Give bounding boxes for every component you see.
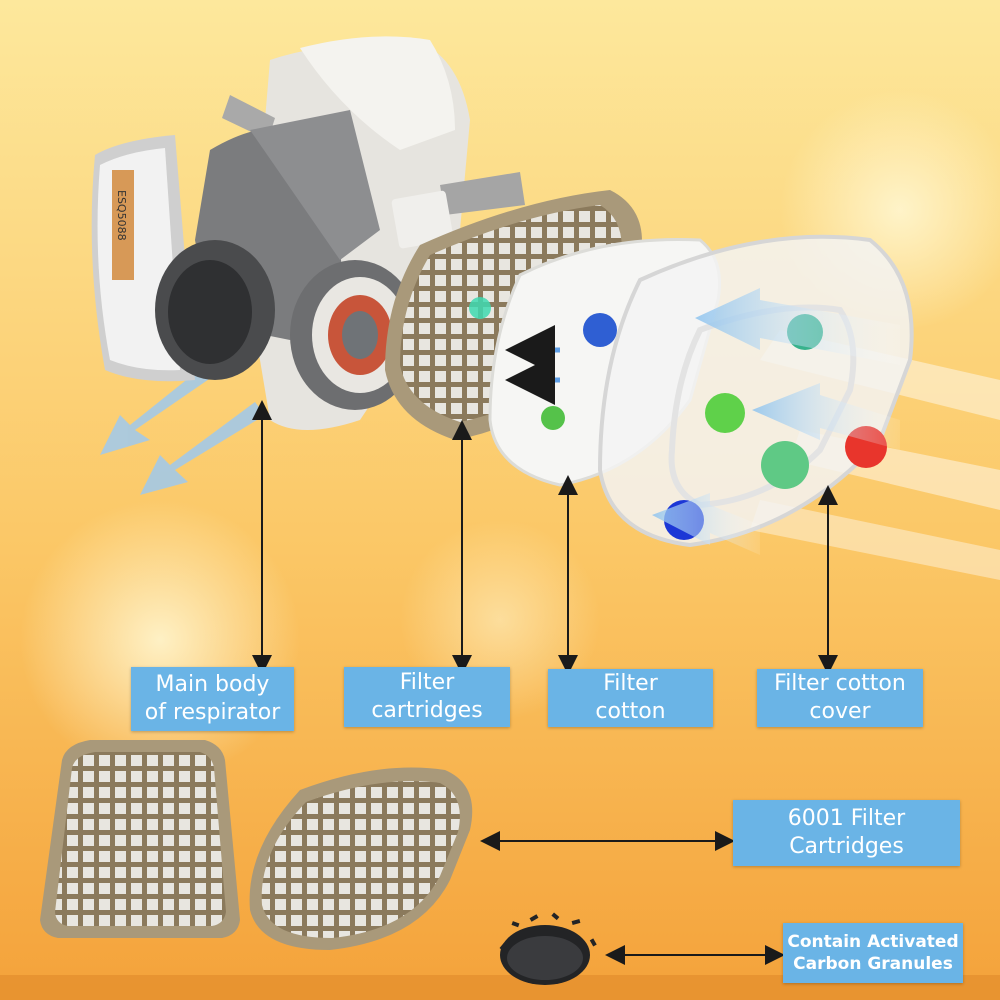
carbon-granules	[499, 912, 597, 985]
label-main-body: Main body of respirator	[131, 667, 294, 731]
label-filter-cartridges: Filter cartridges	[344, 667, 510, 727]
callout-arrows	[252, 400, 838, 965]
label-activated-carbon: Contain Activated Carbon Granules	[783, 923, 963, 983]
exhaust-arrows	[100, 365, 265, 495]
airflow-arrows	[652, 288, 900, 555]
cartridge-6001-angled	[249, 767, 473, 950]
label-6001-filter-cartridges: 6001 Filter Cartridges	[733, 800, 960, 866]
label-filter-cotton-cover: Filter cotton cover	[757, 669, 923, 727]
cartridge-6001-front	[40, 740, 240, 938]
background-glow	[20, 500, 300, 780]
label-filter-cotton: Filter cotton	[548, 669, 713, 727]
cartridge-print: ESQ5088	[115, 190, 128, 241]
